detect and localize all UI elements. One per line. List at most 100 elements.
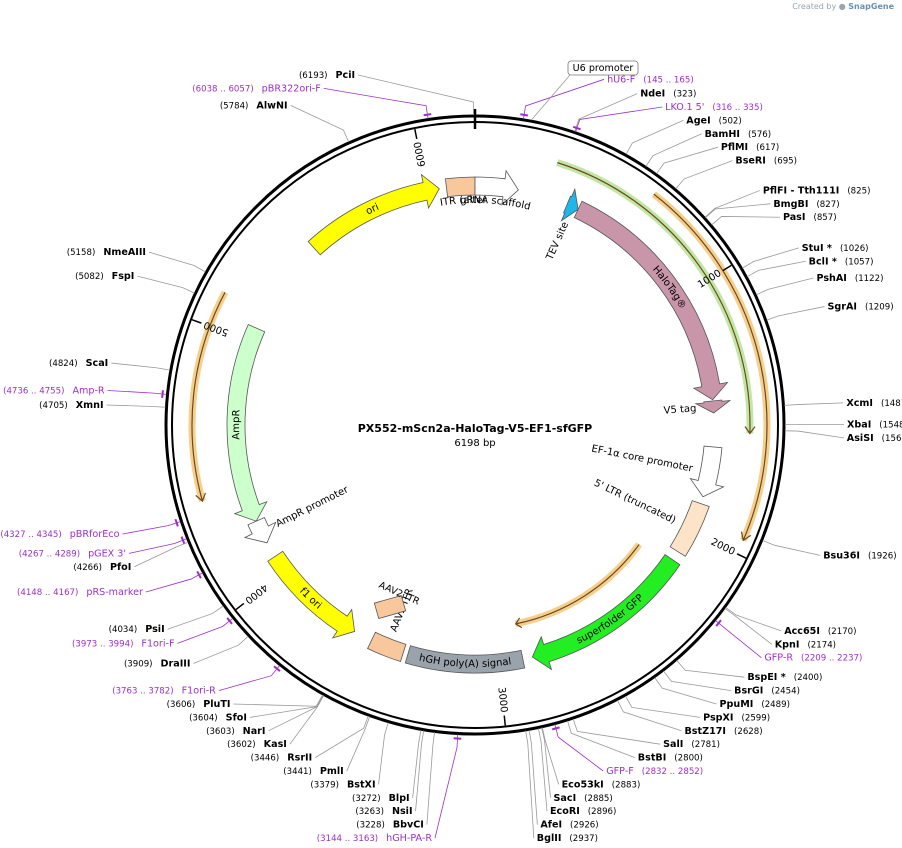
primer-gfp-f-3-position: (2832 .. 2852) <box>642 767 703 777</box>
enzyme-bspei-19-name: BspEI * <box>747 672 785 683</box>
enzyme-asisi-15-name: AsiSI <box>847 433 874 444</box>
enzyme-xcmi-13-leader <box>784 402 844 406</box>
enzyme-agei-2-label: AgeI(502) <box>686 115 741 126</box>
feature-label-13: AmpR <box>231 409 243 440</box>
enzyme-sgrai-12-position: (1209) <box>865 302 894 312</box>
enzyme-bcli-10-leader <box>746 260 806 277</box>
enzyme-rsrii-36-label: (3446)RsrII <box>251 753 313 764</box>
enzyme-nari-38-label: (3603) NarI <box>206 726 265 737</box>
feature-label-text-8: superfolder GFP <box>575 592 646 646</box>
enzyme-pshai-11-position: (1122) <box>855 274 884 284</box>
enzyme-blpi-33-position: (3272) <box>352 793 381 803</box>
feature-box-11 <box>373 594 407 620</box>
enzyme-pasi-8-leader <box>711 216 780 226</box>
enzyme-bspei-19-position: (2400) <box>794 673 823 683</box>
primer-pbr322ori-f-11-leader <box>323 88 429 119</box>
enzyme-eco53ki-26-leader <box>541 727 560 785</box>
feature-v5-tag: V5 tag <box>663 399 732 417</box>
leader-layer <box>106 74 845 839</box>
primer-prs-marker-7-mark <box>196 570 202 579</box>
primer-f1ori-f-6-position: (3973 .. 3994) <box>72 639 133 649</box>
enzyme-eco53ki-26-position: (2883) <box>612 780 641 790</box>
enzyme-pspxi-22-name: PspXI <box>703 712 733 723</box>
enzyme-bcli-10-label: BclI *(1057) <box>809 256 874 267</box>
enzyme-pshai-11-leader <box>756 277 814 296</box>
feature-arrow-14 <box>243 517 277 544</box>
primer-lko-1-5-1-name: LKO.1 5' <box>665 102 704 113</box>
feature-label-7: 5' LTR (truncated) <box>592 478 677 527</box>
enzyme-pshai-11-label: PshAI(1122) <box>816 273 883 284</box>
enzyme-bamhi-3-name: BamHI <box>705 129 740 140</box>
feature-f1-ori: f1 ori <box>267 550 355 639</box>
enzyme-bmgbi-7-position: (827) <box>816 199 839 209</box>
enzyme-acc65i-17-leader <box>725 607 782 632</box>
primer-lko-1-5-1-leader <box>575 106 663 132</box>
enzyme-sfoi-39-name: SfoI <box>226 712 247 723</box>
enzyme-sali-24-label: SalI(2781) <box>663 739 720 750</box>
enzyme-pfoi-43-name: PfoI <box>110 562 131 573</box>
enzyme-nsii-32-name: NsiI <box>392 806 413 817</box>
enzyme-bstxi-34-leader <box>378 722 389 785</box>
enzyme-bmgbi-7-leader <box>705 203 771 219</box>
enzyme-sgrai-12-name: SgrAI <box>827 302 857 313</box>
enzyme-bstbi-25-label: BstBI(2800) <box>638 753 703 764</box>
enzyme-bbvci-31-leader <box>426 732 435 825</box>
enzyme-bstz17i-23-name: BstZ17I <box>685 726 727 737</box>
orf-line-0 <box>557 162 751 434</box>
enzyme-nari-38-name: NarI <box>243 726 266 737</box>
enzyme-fspi-46-position: (5082) <box>75 272 104 282</box>
enzyme-ecori-28-label: EcoRI(2896) <box>550 806 616 817</box>
tick-5000 <box>191 318 202 324</box>
primer-f1ori-r-5-leader <box>218 665 280 691</box>
feature-label-2: gRNA scaffold <box>460 195 532 213</box>
primer-prs-marker-7-name: pRS-marker <box>86 587 143 598</box>
primer-pbrforeco-9-position: (4327 .. 4345) <box>0 530 61 540</box>
enzyme-nsii-32-leader <box>415 730 425 812</box>
enzyme-bglii-30-position: (2937) <box>569 834 598 844</box>
enzyme-pluti-40-name: PluTI <box>203 699 230 710</box>
primer-pbrforeco-9-leader <box>122 521 181 535</box>
primer-pgex-3-8-position: (4267 .. 4289) <box>19 549 80 559</box>
enzyme-xbai-14-position: (1548) <box>879 420 902 430</box>
feature-label-text-0: ori <box>364 202 381 218</box>
enzyme-bbvci-31-label: (3228)BbvCI <box>356 820 424 831</box>
enzyme-saci-27-leader <box>541 727 551 798</box>
enzyme-kpni-18-label: KpnI(2174) <box>775 639 836 650</box>
enzyme-xmni-44-label: (4705)XmnI <box>39 400 103 411</box>
enzyme-ecori-28-name: EcoRI <box>550 806 580 817</box>
enzyme-xcmi-13-position: (1487) <box>881 398 902 408</box>
enzyme-kpni-18-position: (2174) <box>807 640 836 650</box>
tick-label-6000: 6000 <box>412 141 428 168</box>
enzyme-sali-24-leader <box>572 718 661 745</box>
feature-arrow-3 <box>560 187 579 222</box>
feature-label-6: EF-1α core promoter <box>590 444 694 475</box>
enzyme-bstxi-34-name: BstXI <box>347 779 376 790</box>
feature-tev-site: TEV site <box>544 187 579 263</box>
enzyme-bsu36i-16-name: Bsu36I <box>823 550 860 561</box>
enzyme-bsrgi-20-name: BsrGI <box>734 686 763 697</box>
enzyme-nmeaiii-47-name: NmeAIII <box>103 247 146 258</box>
enzyme-bstz17i-23-label: BstZ17I(2628) <box>685 726 763 737</box>
primer-hgh-pa-r-4-leader <box>434 734 459 839</box>
feature-halotag: HaloTag® <box>573 200 729 401</box>
enzyme-sali-24-name: SalI <box>663 739 683 750</box>
primer-f1ori-f-6-label: (3973 .. 3994)F1ori-F <box>72 638 174 649</box>
enzyme-fspi-46-label: (5082)FspI <box>75 271 134 282</box>
feature-label-text-2: gRNA scaffold <box>460 195 532 213</box>
enzyme-bseri-5-name: BseRI <box>735 156 766 167</box>
enzyme-kasi-37-position: (3602) <box>227 740 256 750</box>
enzyme-pfoi-43-position: (4266) <box>73 562 102 572</box>
enzyme-ndei-1-position: (323) <box>673 89 696 99</box>
feature-arrow-13 <box>226 323 268 522</box>
enzyme-afei-29-label: AfeI(2926) <box>540 820 598 831</box>
primer-f1ori-r-5-position: (3763 .. 3782) <box>112 686 173 696</box>
enzyme-pspxi-22-label: PspXI(2599) <box>703 712 770 723</box>
enzyme-asisi-15-position: (1568) <box>882 433 902 443</box>
enzyme-pluti-40-leader <box>233 694 323 707</box>
enzyme-eco53ki-26-label: Eco53kI(2883) <box>562 779 641 790</box>
enzyme-nari-38-position: (3603) <box>206 726 235 736</box>
enzyme-bglii-30-label: BglII(2937) <box>537 833 598 844</box>
enzyme-nmeaiii-47-label: (5158)NmeAIII <box>67 247 146 258</box>
primer-gfp-r-2-mark <box>715 619 722 627</box>
primer-gfp-f-3-label: GFP-F(2832 .. 2852) <box>606 766 703 777</box>
